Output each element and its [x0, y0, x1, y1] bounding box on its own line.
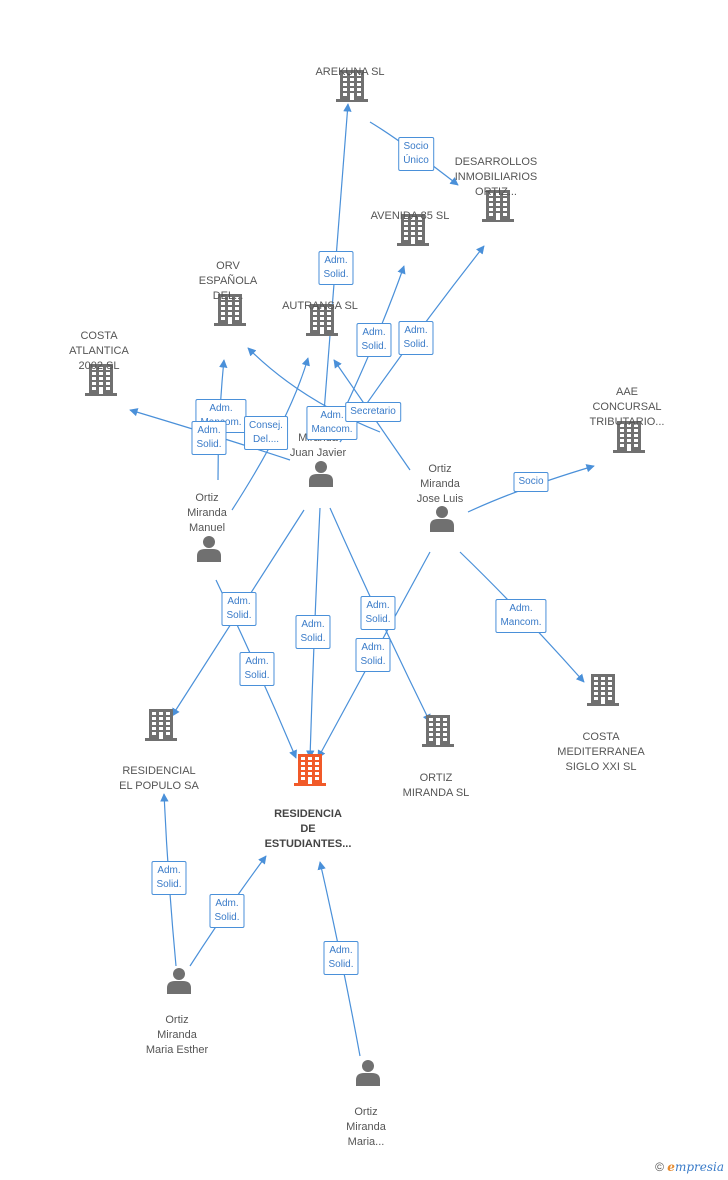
node-label-residencial[interactable]: RESIDENCIAL EL POPULO SA	[119, 765, 199, 792]
relation-label-arekuna-to-desarrollos[interactable]: Socio Único	[398, 137, 434, 171]
node-label-aae[interactable]: AAE CONCURSAL TRIBUTARIO...	[589, 386, 665, 428]
relation-label-joseluis-to-residencia[interactable]: Adm. Solid.	[355, 638, 391, 672]
node-label-desarrollos[interactable]: DESARROLLOS INMOBILIARIOS ORTIZ...	[454, 156, 538, 198]
copyright-symbol: ©	[655, 1160, 664, 1174]
brand-logo: empresia	[667, 1160, 724, 1174]
building-icon[interactable]	[482, 189, 514, 228]
building-icon[interactable]	[145, 708, 177, 747]
node-label-costamed[interactable]: COSTA MEDITERRANEA SIGLO XXI SL	[557, 731, 645, 773]
relation-label-juanjavier-to-residencial[interactable]: Adm. Solid.	[221, 592, 257, 626]
person-icon[interactable]	[165, 966, 193, 999]
node-label-mariadots[interactable]: Ortiz Miranda Maria...	[346, 1106, 386, 1148]
relation-label-juanjavier-to-arekuna[interactable]: Adm. Solid.	[318, 251, 354, 285]
relation-label-juanjavier-to-ortizmiranda[interactable]: Adm. Solid.	[360, 596, 396, 630]
node-label-avenida85[interactable]: AVENIDA 85 SL	[370, 210, 450, 222]
node-label-costaatl[interactable]: COSTA ATLANTICA 2002 SL	[69, 330, 129, 372]
building-icon[interactable]	[397, 213, 429, 252]
node-label-manuel[interactable]: Ortiz Miranda Manuel	[187, 492, 227, 534]
node-label-joseluis[interactable]: Ortiz Miranda Jose Luis	[416, 463, 464, 505]
node-label-mariaesther[interactable]: Ortiz Miranda Maria Esther	[145, 1014, 209, 1056]
footer-brand: © empresia	[655, 1160, 724, 1174]
relation-label-juanjavier-to-avenida85[interactable]: Adm. Solid.	[356, 323, 392, 357]
building-icon[interactable]	[85, 363, 117, 402]
building-icon[interactable]	[587, 673, 619, 712]
relation-label-mariaesther-to-residencia[interactable]: Adm. Solid.	[209, 894, 245, 928]
relation-label-manuel-to-autransa[interactable]: Adm. Mancom.	[306, 406, 358, 440]
building-icon[interactable]	[422, 714, 454, 753]
node-label-autransa[interactable]: AUTRANSA SL	[282, 300, 358, 312]
building-icon[interactable]	[613, 420, 645, 459]
relation-label-juanjavier-to-desarrollos[interactable]: Adm. Solid.	[398, 321, 434, 355]
building-icon[interactable]	[306, 303, 338, 342]
person-icon[interactable]	[195, 534, 223, 567]
node-label-orv[interactable]: ORV ESPAÑOLA DEL...	[198, 260, 258, 302]
relation-label-manuel-to-residencia[interactable]: Adm. Solid.	[239, 652, 275, 686]
relation-label-joseluis-to-aae[interactable]: Socio	[513, 472, 549, 492]
relation-label-juanjavier-to-costaatl[interactable]: Consej. Del....	[244, 416, 288, 450]
building-icon[interactable]	[336, 69, 368, 108]
relation-label-mariadots-to-residencia[interactable]: Adm. Solid.	[323, 941, 359, 975]
person-icon[interactable]	[307, 459, 335, 492]
person-icon[interactable]	[354, 1058, 382, 1091]
building-icon[interactable]	[294, 753, 326, 792]
relation-label-juanjavier-to-residencia[interactable]: Adm. Solid.	[295, 615, 331, 649]
person-icon[interactable]	[428, 504, 456, 537]
relation-label-joseluis-to-autransa[interactable]: Secretario	[345, 402, 401, 422]
node-label-residencia[interactable]: RESIDENCIA DE ESTUDIANTES...	[264, 808, 352, 850]
relation-label-mariaesther-to-residencial[interactable]: Adm. Solid.	[151, 861, 187, 895]
node-label-ortizmiranda[interactable]: ORTIZ MIRANDA SL	[402, 772, 470, 799]
edge-juanjavier-to-orv	[247, 347, 381, 433]
node-label-arekuna[interactable]: AREKUNA SL	[315, 66, 385, 78]
relation-label-manuel-to-orv[interactable]: Adm. Solid.	[191, 421, 227, 455]
building-icon[interactable]	[214, 293, 246, 332]
relation-label-joseluis-to-costamed[interactable]: Adm. Mancom.	[495, 599, 547, 633]
